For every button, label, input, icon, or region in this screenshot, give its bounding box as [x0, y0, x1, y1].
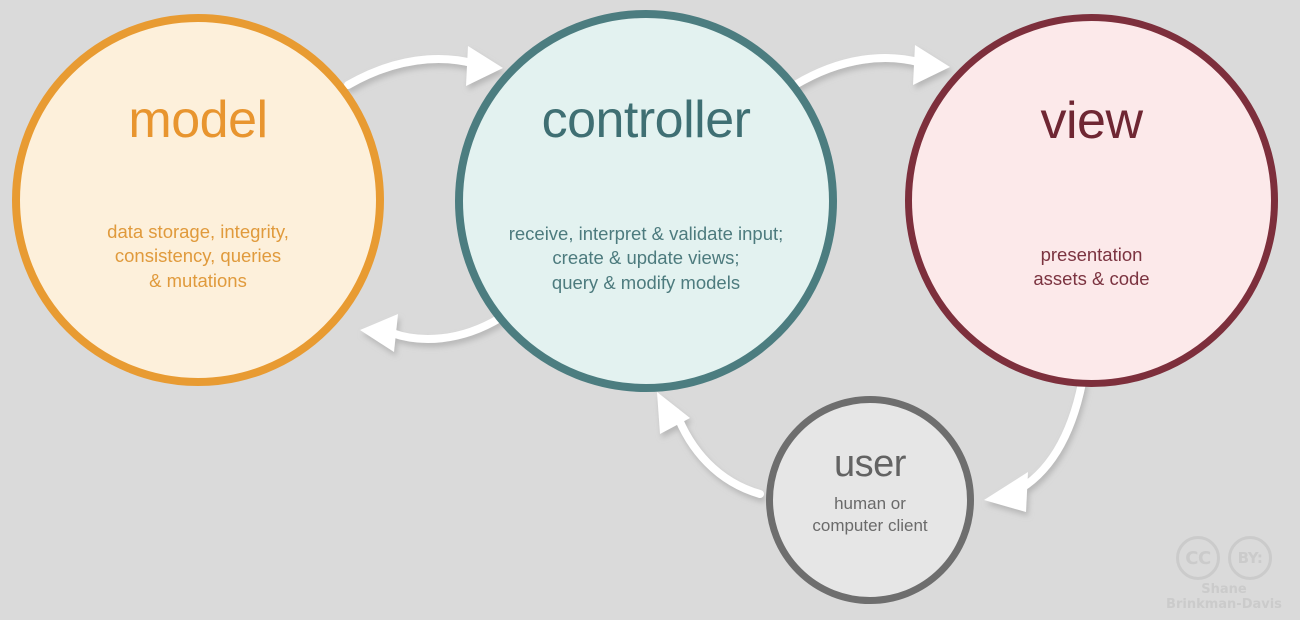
arrow-user-to-controller [657, 392, 764, 498]
node-model-title: model [128, 91, 268, 149]
node-model-description: data storage, integrity, consistency, qu… [107, 221, 289, 291]
node-controller-title: controller [541, 91, 751, 149]
node-user-description: human or computer client [812, 494, 928, 536]
arrow-controller-to-model [360, 314, 504, 352]
node-view-description: presentation assets & code [1033, 244, 1150, 290]
author-last-name: Brinkman-Davis [1166, 596, 1282, 612]
license-credit: CC BY: Shane Brinkman-Davis [1162, 536, 1286, 612]
author-first-name: Shane [1201, 582, 1247, 598]
node-user[interactable]: user human or computer client [766, 396, 974, 604]
node-controller[interactable]: controller receive, interpret & validate… [455, 10, 837, 392]
arrow-model-to-controller [344, 46, 503, 89]
node-controller-description: receive, interpret & validate input; cre… [508, 223, 784, 293]
node-user-title: user [834, 443, 906, 485]
cc-attribution-icon: BY: [1228, 536, 1272, 581]
node-model[interactable]: model data storage, integrity, consisten… [12, 14, 384, 386]
author-credit: Shane Brinkman-Davis [1166, 583, 1282, 612]
cc-badges: CC BY: [1176, 536, 1272, 581]
node-view-title: view [1040, 92, 1143, 150]
arrow-view-to-user [984, 379, 1086, 512]
arrow-controller-to-view [791, 45, 950, 89]
node-view[interactable]: view presentation assets & code [905, 14, 1278, 387]
creative-commons-icon: CC [1176, 536, 1220, 581]
